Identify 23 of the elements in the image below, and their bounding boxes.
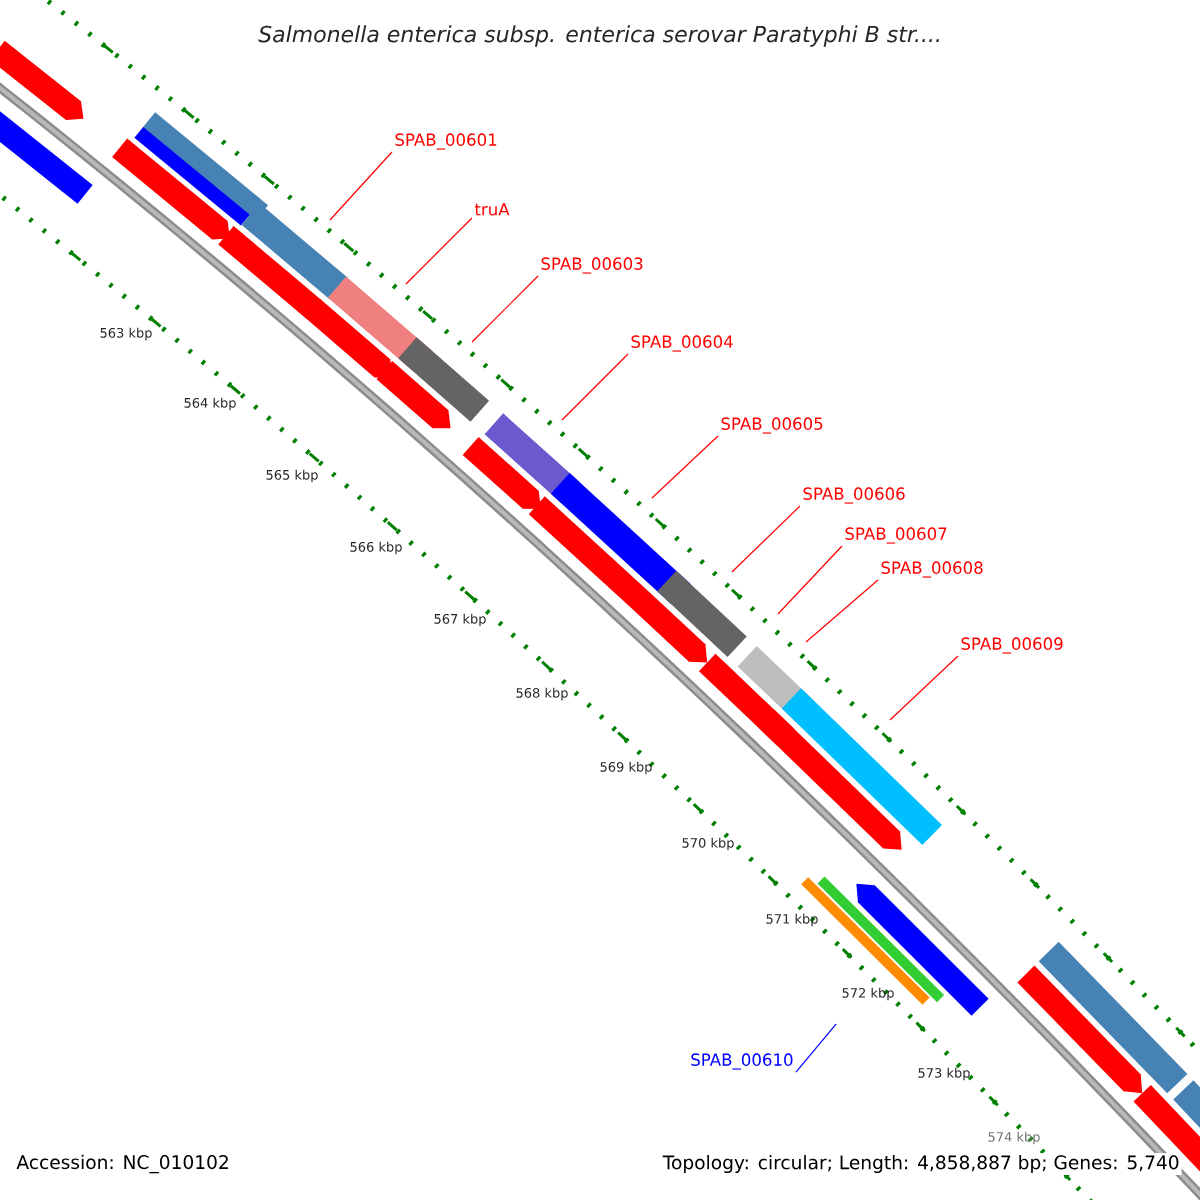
gene-label: truA	[474, 203, 510, 216]
gene-label: SPAB_00606	[803, 487, 905, 504]
summary-text: Topology: circular; Length: 4,858,887 bp; Genes: 5,740	[660, 1153, 1182, 1175]
leader-line	[471, 275, 539, 343]
gene-label: SPAB_00609	[961, 637, 1063, 654]
accession-text: Accession: NC_010102	[14, 1152, 232, 1176]
leader-line	[651, 435, 719, 499]
gene-label: SPAB_00607	[845, 527, 947, 544]
gene-label: SPAB_00604	[631, 335, 733, 352]
leader-line	[777, 545, 843, 615]
gene-label: SPAB_00605	[721, 417, 823, 434]
leader-line	[805, 579, 879, 643]
leader-line	[795, 1023, 837, 1073]
gene-label: SPAB_00610	[691, 1053, 793, 1070]
gene-label: SPAB_00608	[881, 561, 983, 578]
gene-label: SPAB_00603	[541, 257, 643, 274]
leader-line	[731, 505, 801, 573]
leader-line	[561, 353, 629, 421]
leader-line	[329, 151, 393, 221]
gene-label: SPAB_00601	[395, 133, 497, 150]
leader-line	[889, 655, 959, 721]
title: Salmonella enterica subsp. enterica serovar Paratyphi B str....	[258, 25, 939, 47]
leader-line	[405, 217, 473, 285]
